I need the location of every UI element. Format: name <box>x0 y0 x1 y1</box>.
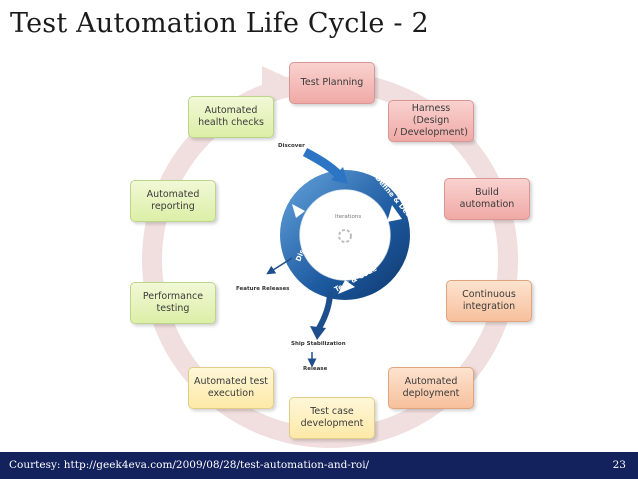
discover-label: Discover <box>278 143 305 149</box>
slide-title: Test Automation Life Cycle - 2 <box>10 8 429 39</box>
step-test-planning: Test Planning <box>289 62 375 104</box>
release-label: Release <box>303 366 328 372</box>
page-number: 23 <box>612 459 626 471</box>
discover-arrowhead <box>331 167 348 184</box>
footer-bar: Courtesy: http://geek4eva.com/2009/08/28… <box>0 452 638 479</box>
step-automated-deployment: Automated deployment <box>388 367 474 409</box>
discover-arrow <box>302 148 344 180</box>
footer-courtesy: Courtesy: http://geek4eva.com/2009/08/28… <box>9 459 370 471</box>
step-continuous-integration: Continuous integration <box>446 280 532 322</box>
ring-arrow-1 <box>387 205 402 222</box>
ring-arrow-2 <box>338 280 355 294</box>
ship-stabilization-label: Ship Stabilization <box>291 341 346 347</box>
iterations-spinner <box>338 229 352 243</box>
step-automated-reporting: Automated reporting <box>130 180 216 222</box>
step-automated-test-execution: Automated test execution <box>188 367 274 409</box>
step-automated-health-checks: Automated health checks <box>188 96 274 138</box>
step-build-automation: Build automation <box>444 178 530 220</box>
feature-releases-arrow <box>266 257 293 275</box>
ring-arrow-3 <box>292 204 305 218</box>
iterations-label: Iterations <box>335 214 362 220</box>
step-test-case-development: Test case development <box>289 397 375 439</box>
feature-releases-label: Feature Releases <box>236 286 290 292</box>
step-harness-design: Harness (Design / Development) <box>388 100 474 142</box>
outer-ring-arrowhead <box>262 66 288 92</box>
ship-stabilization-arrowhead <box>310 326 326 340</box>
ship-stabilization-arrow <box>315 291 333 332</box>
step-performance-testing: Performance testing <box>130 282 216 324</box>
